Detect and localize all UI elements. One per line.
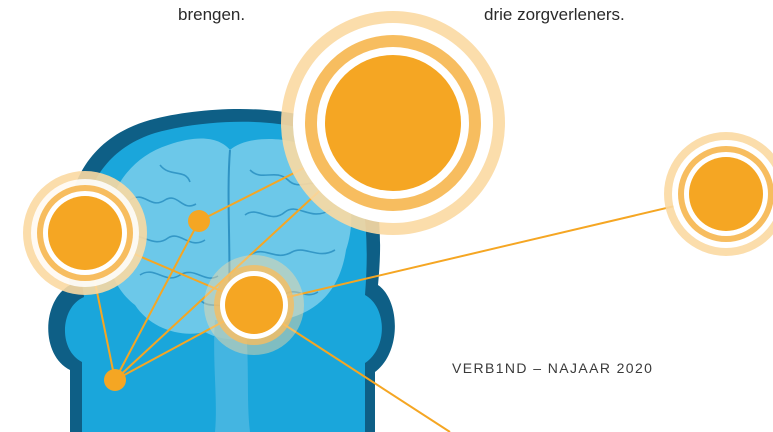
node-right [664, 132, 773, 256]
node-left [23, 171, 147, 295]
footer-issue-label: VERB1ND – NAJAAR 2020 [452, 360, 653, 376]
node-center [204, 255, 304, 355]
node-small-bottom [104, 369, 126, 391]
node-small-brain [188, 210, 210, 232]
node-large-top [281, 11, 505, 235]
